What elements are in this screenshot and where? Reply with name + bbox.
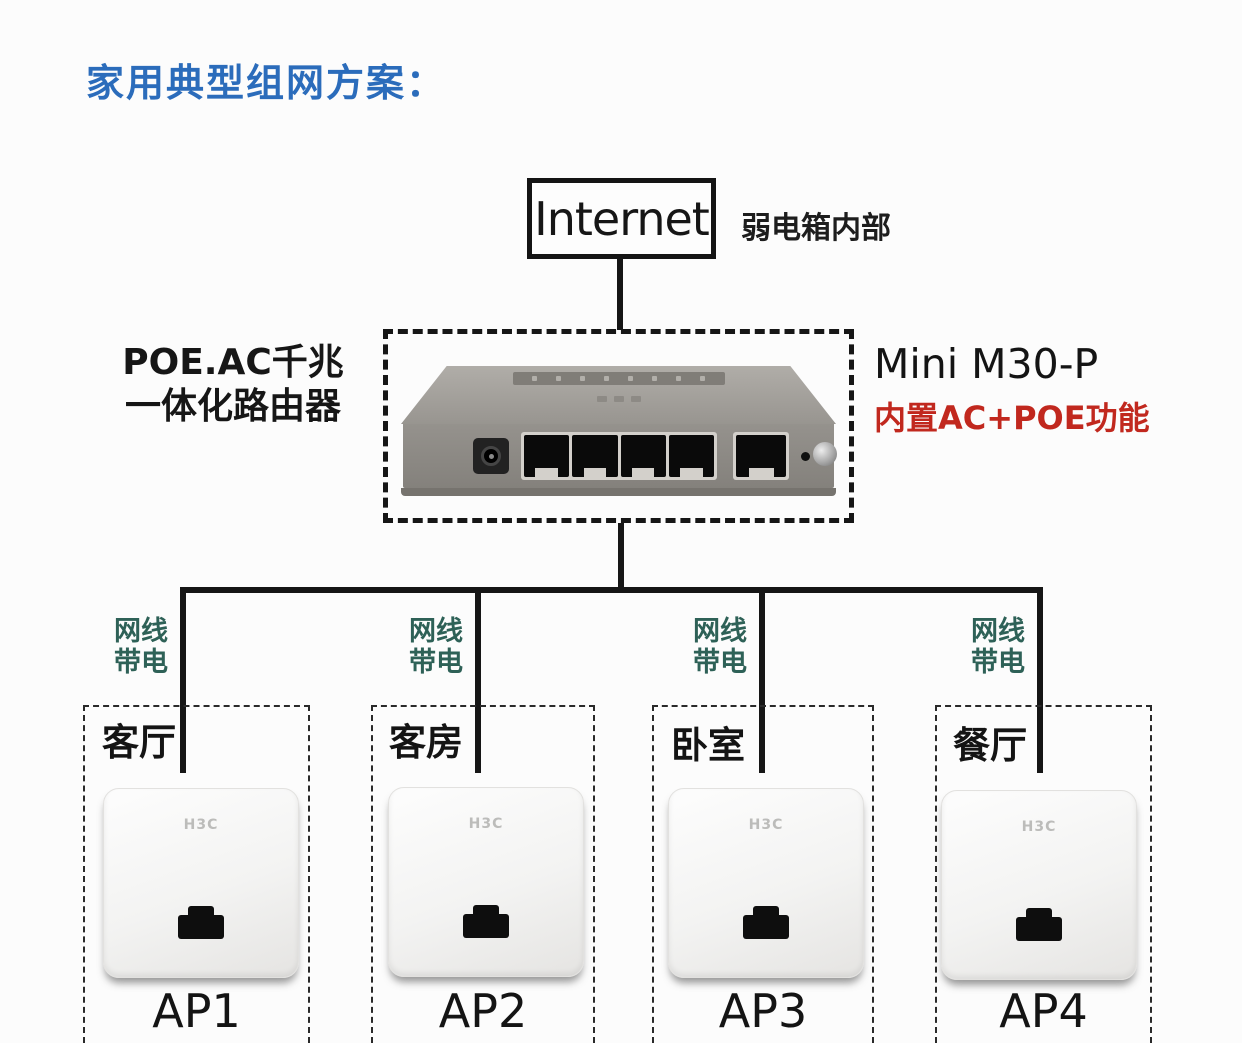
- weak-current-box-note: 弱电箱内部: [741, 211, 891, 246]
- room-label-1: 客厅: [102, 721, 176, 764]
- router-dashed-outline: [383, 329, 854, 523]
- reset-pinhole: [801, 452, 810, 461]
- cable-bus: [181, 587, 1042, 593]
- ap-ethernet-port: [743, 914, 789, 939]
- ap-device-4: H3C: [941, 790, 1137, 980]
- wan-port-group: [733, 432, 789, 480]
- poe-cable-label-line1: 网线: [971, 616, 1025, 647]
- router-type-line2: 一体化路由器: [124, 386, 341, 427]
- router-front-panel: [403, 424, 837, 488]
- room-label-4: 餐厅: [953, 724, 1027, 767]
- ap-zone-2: [371, 705, 595, 1043]
- internet-node: Internet: [527, 178, 716, 259]
- lan-port-1: [524, 435, 570, 477]
- internet-label: Internet: [534, 191, 710, 246]
- cable-router-to-bus: [618, 523, 624, 593]
- lan-port-group: [521, 432, 717, 480]
- room-label-2: 客房: [389, 721, 463, 764]
- poe-cable-label-2: 网线 带电: [399, 616, 463, 678]
- router-feature-label: 内置AC+POE功能: [874, 399, 1150, 437]
- ap-zone-4: [935, 705, 1152, 1043]
- poe-cable-label-line1: 网线: [693, 616, 747, 647]
- ap-ethernet-port: [1016, 916, 1062, 941]
- router-type-line1: POE.AC千兆: [122, 342, 344, 383]
- ap-zone-3: [652, 705, 874, 1043]
- ap-name-4: AP4: [999, 984, 1088, 1038]
- cable-drop-ap1: [180, 587, 186, 773]
- router-led-strip: [512, 372, 725, 385]
- ap-zone-1: [83, 705, 310, 1043]
- poe-cable-label-line2: 带电: [693, 647, 747, 678]
- ap-device-1: H3C: [103, 788, 299, 978]
- poe-cable-label-line1: 网线: [409, 616, 463, 647]
- ap-name-2: AP2: [438, 984, 528, 1038]
- room-label-3: 卧室: [671, 724, 745, 767]
- lan-port-3: [620, 435, 666, 477]
- ap-brand-logo: H3C: [183, 817, 219, 834]
- router-logo-mark: [596, 396, 641, 402]
- ap-name-1: AP1: [152, 984, 241, 1038]
- ap-brand-logo: H3C: [748, 817, 784, 834]
- poe-cable-label-3: 网线 带电: [683, 616, 747, 678]
- router-top-face: [401, 366, 836, 424]
- lan-port-4: [668, 435, 714, 477]
- poe-cable-label-line2: 带电: [114, 647, 168, 678]
- ap-ethernet-port: [463, 913, 509, 938]
- lan-port-2: [572, 435, 618, 477]
- ap-device-2: H3C: [388, 787, 584, 977]
- poe-cable-label-1: 网线 带电: [104, 616, 168, 678]
- ap-ethernet-port: [178, 914, 224, 939]
- ground-screw: [813, 442, 837, 466]
- power-jack: [473, 438, 509, 474]
- poe-cable-label-line1: 网线: [114, 616, 168, 647]
- cable-drop-ap4: [1037, 587, 1043, 773]
- poe-cable-label-line2: 带电: [409, 647, 463, 678]
- poe-cable-label-4: 网线 带电: [961, 616, 1025, 678]
- cable-drop-ap2: [475, 587, 481, 773]
- ap-name-3: AP3: [718, 984, 808, 1038]
- cable-drop-ap3: [759, 587, 765, 773]
- wan-port: [736, 435, 786, 477]
- ap-brand-logo: H3C: [468, 816, 504, 833]
- ap-brand-logo: H3C: [1021, 819, 1057, 836]
- ap-device-3: H3C: [668, 788, 864, 978]
- router-type-label: POE.AC千兆 一体化路由器: [88, 341, 378, 429]
- page-title: 家用典型组网方案：: [86, 61, 447, 105]
- router-model-label: Mini M30-P: [874, 340, 1099, 388]
- poe-cable-label-line2: 带电: [971, 647, 1025, 678]
- router-base: [401, 488, 836, 496]
- cable-internet-to-router: [617, 258, 623, 330]
- router-image: [401, 366, 837, 496]
